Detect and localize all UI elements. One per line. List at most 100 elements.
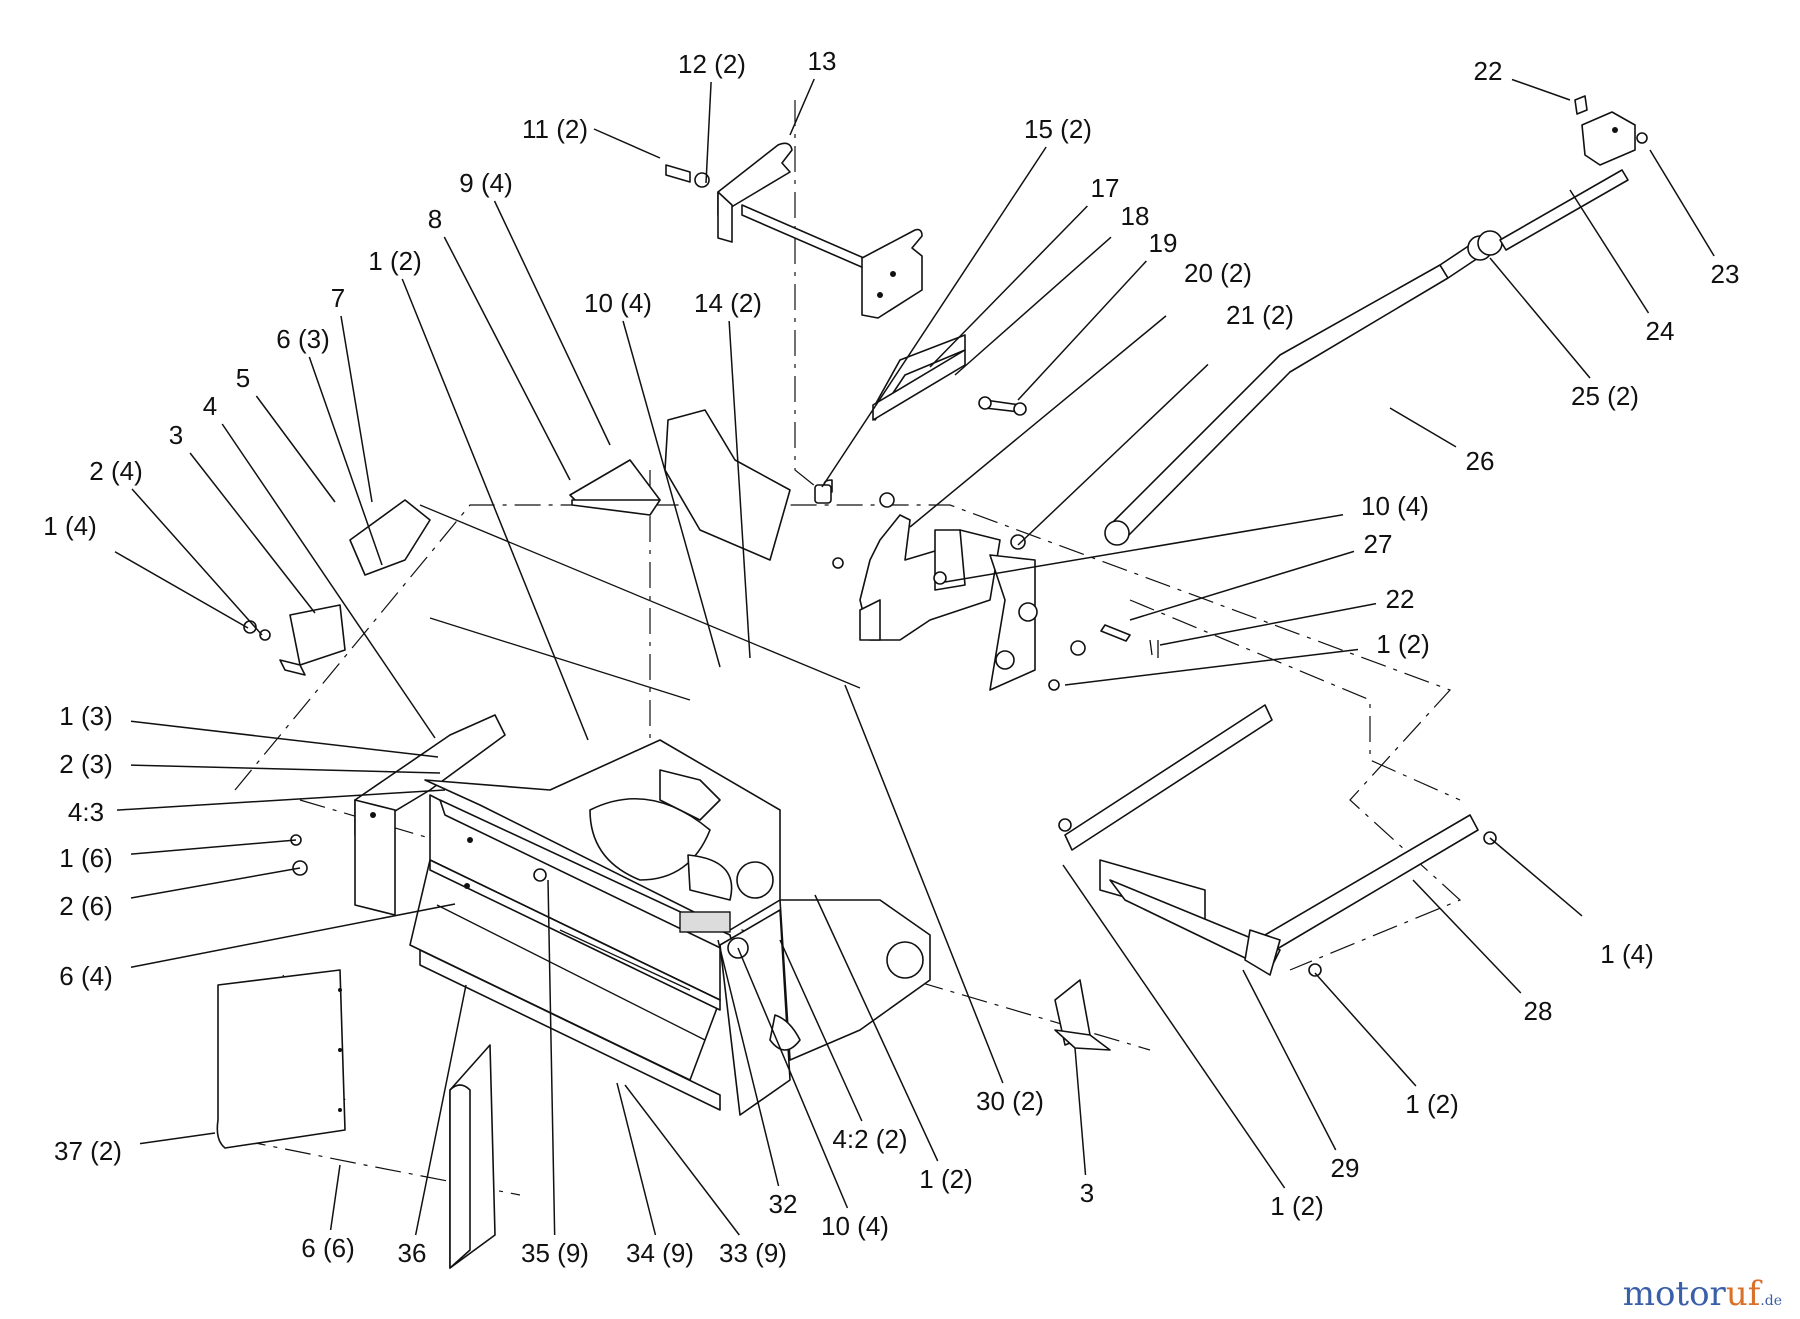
blade-and-skids xyxy=(216,604,1111,1269)
leader-line-10-b xyxy=(944,514,1344,583)
leader-line-1-2-b xyxy=(1064,648,1359,686)
callout-4-2: 4:2 (2) xyxy=(832,1124,907,1154)
callout-4: 4 xyxy=(203,391,217,421)
leader-line-17 xyxy=(929,205,1088,368)
top-plates xyxy=(349,409,861,701)
callout-1-2-d: 1 (2) xyxy=(919,1164,972,1194)
callout-27: 27 xyxy=(1364,529,1393,559)
leader-line-25 xyxy=(1489,257,1591,379)
leader-line-1-2-c xyxy=(1314,972,1417,1087)
callout-1-2-a: 1 (2) xyxy=(368,246,421,276)
leader-line-9 xyxy=(493,200,611,446)
leader-line-15 xyxy=(821,146,1047,488)
callout-29: 29 xyxy=(1331,1153,1360,1183)
leader-line-37 xyxy=(139,1132,216,1145)
leader-line-10-a xyxy=(622,320,721,668)
callout-1-4-b: 1 (4) xyxy=(1600,939,1653,969)
callout-10-b: 10 (4) xyxy=(1361,491,1429,521)
callout-6-4: 6 (4) xyxy=(59,961,112,991)
callout-1-4-a: 1 (4) xyxy=(43,511,96,541)
leader-line-8 xyxy=(443,236,571,481)
callout-36: 36 xyxy=(398,1238,427,1268)
leader-line-30 xyxy=(844,684,1004,1084)
leader-line-36 xyxy=(414,984,467,1236)
callout-8: 8 xyxy=(428,204,442,234)
leader-line-20 xyxy=(909,315,1167,528)
leader-line-1-4-a xyxy=(114,551,249,629)
callout-4-3: 4:3 xyxy=(68,797,104,827)
leader-line-1-2-e xyxy=(1062,864,1286,1189)
leader-line-4-2 xyxy=(779,939,863,1122)
leader-line-22-a xyxy=(1511,78,1571,101)
leader-line-11 xyxy=(593,128,661,159)
leader-line-18 xyxy=(954,236,1112,376)
leader-line-1-2-d xyxy=(814,894,939,1162)
leader-line-29 xyxy=(1242,969,1337,1151)
leader-line-3-a xyxy=(189,452,316,614)
leader-line-19 xyxy=(1017,260,1147,401)
leader-line-1-4-b xyxy=(1489,837,1583,917)
callout-1-2-b: 1 (2) xyxy=(1376,629,1429,659)
callout-11: 11 (2) xyxy=(522,114,588,144)
callout-13: 13 xyxy=(808,46,837,76)
leader-line-5 xyxy=(255,395,336,503)
main-housing xyxy=(354,714,931,1116)
callout-25: 25 (2) xyxy=(1571,381,1639,411)
callout-22-b: 22 xyxy=(1386,584,1415,614)
leader-line-4 xyxy=(221,423,436,739)
leader-line-34 xyxy=(616,1082,657,1236)
callout-18: 18 xyxy=(1121,201,1150,231)
callout-17: 17 xyxy=(1091,173,1120,203)
callout-10-c: 10 (4) xyxy=(821,1211,889,1241)
leader-line-6-3 xyxy=(308,356,383,566)
callout-22-a: 22 xyxy=(1474,56,1503,86)
callout-15: 15 (2) xyxy=(1024,114,1092,144)
leader-line-24 xyxy=(1569,189,1650,314)
leader-line-6-6 xyxy=(329,1164,341,1231)
leader-line-35 xyxy=(547,879,556,1236)
callout-21: 21 (2) xyxy=(1226,300,1294,330)
callout-37: 37 (2) xyxy=(54,1136,122,1166)
callout-12: 12 (2) xyxy=(678,49,746,79)
callout-14: 14 (2) xyxy=(694,288,762,318)
callout-3-b: 3 xyxy=(1080,1178,1094,1208)
leader-line-33 xyxy=(624,1084,740,1236)
leader-line-4-3 xyxy=(116,789,446,811)
callout-34: 34 (9) xyxy=(626,1238,694,1268)
leader-line-10-c xyxy=(737,947,849,1209)
callout-6-3: 6 (3) xyxy=(276,324,329,354)
callout-1-3: 1 (3) xyxy=(59,701,112,731)
leader-line-2-3 xyxy=(130,764,441,774)
leader-line-7 xyxy=(340,315,373,503)
callout-2-6: 2 (6) xyxy=(59,891,112,921)
callout-5: 5 xyxy=(236,363,250,393)
callout-24: 24 xyxy=(1646,316,1675,346)
callout-20: 20 (2) xyxy=(1184,258,1252,288)
callout-2-4: 2 (4) xyxy=(89,456,142,486)
leader-line-12 xyxy=(705,81,712,184)
callout-1-2-e: 1 (2) xyxy=(1270,1191,1323,1221)
leader-line-26 xyxy=(1389,407,1457,448)
leader-line-1-6 xyxy=(130,839,297,855)
callout-9: 9 (4) xyxy=(459,168,512,198)
lift-bracket xyxy=(665,142,923,319)
leader-line-21 xyxy=(1017,363,1209,546)
leader-line-2-4 xyxy=(131,488,263,636)
leader-line-13 xyxy=(789,78,815,136)
callout-1-6: 1 (6) xyxy=(59,843,112,873)
watermark-accent: uf xyxy=(1725,1274,1761,1314)
control-mechanism xyxy=(814,334,1159,691)
leader-line-2-6 xyxy=(130,867,301,899)
leader-line-23 xyxy=(1649,149,1715,257)
leader-line-1-2-a xyxy=(401,278,589,741)
callout-7: 7 xyxy=(331,283,345,313)
callout-6-6: 6 (6) xyxy=(301,1233,354,1263)
leader-line-32 xyxy=(717,939,780,1187)
leader-line-3-b xyxy=(1074,1047,1087,1176)
handle-rod xyxy=(1104,95,1648,546)
callout-35: 35 (9) xyxy=(521,1238,589,1268)
callout-3-a: 3 xyxy=(169,420,183,450)
leader-line-6-4 xyxy=(130,903,456,968)
